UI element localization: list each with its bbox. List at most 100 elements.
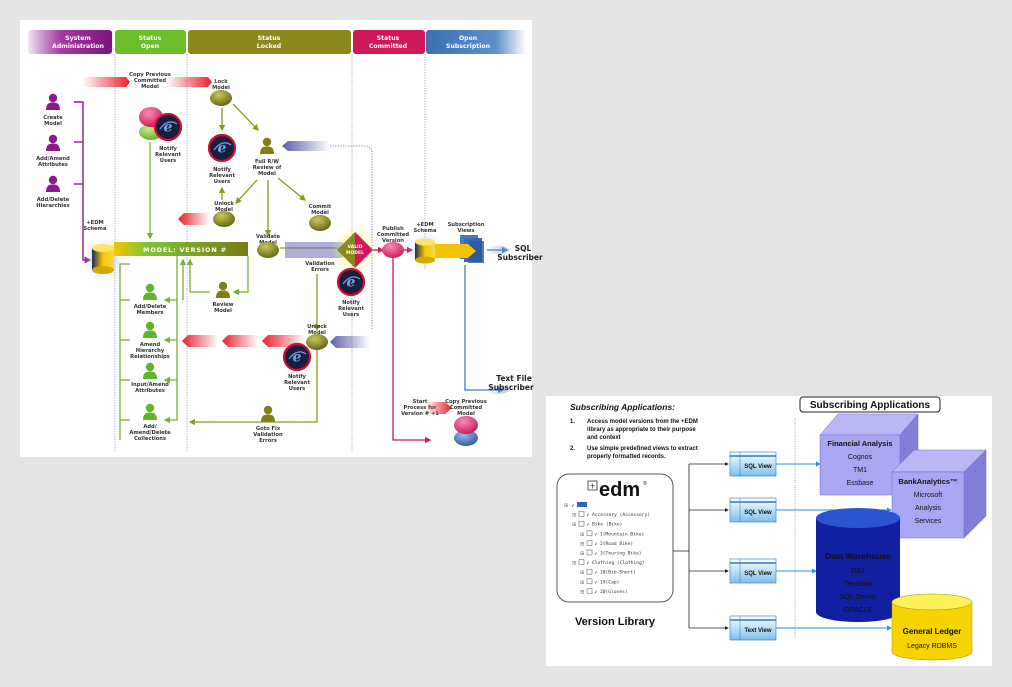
tree-node[interactable]: ⊞⸙18(Bib-Short) [580, 568, 636, 576]
svg-text:Unlock: Unlock [307, 324, 327, 330]
svg-text:Model: Model [141, 84, 159, 90]
svg-text:Lock: Lock [214, 79, 228, 85]
svg-text:1.: 1. [570, 419, 575, 425]
svg-text:Version: Version [382, 238, 404, 244]
checkbox[interactable] [586, 540, 593, 546]
svg-text:Relevant: Relevant [338, 306, 364, 312]
checkbox[interactable] [586, 588, 593, 594]
svg-text:Model: Model [44, 121, 62, 127]
svg-text:Start: Start [413, 399, 428, 405]
tree-node[interactable]: ⊞⸙1(Mountain Bike) [580, 530, 644, 538]
person-icon [46, 93, 60, 110]
open-actions: Add/Delete Members Amend Hierarchy Relat… [129, 283, 171, 442]
phase-open-subscription: Open Subscription [426, 30, 526, 54]
expand-toggle-icon[interactable]: ⊞ [572, 513, 576, 519]
tree-node[interactable]: ⊞⸙Bike (Bike) [572, 520, 622, 528]
phase-header-bar: System Administration Status Open Status… [28, 30, 526, 54]
expand-toggle-icon[interactable]: ⊞ [580, 589, 584, 595]
tree-node[interactable]: ⊞⸙Clothing (Clothing) [572, 559, 645, 567]
tree-node[interactable]: ⊞⸙20(Gloves) [580, 588, 628, 595]
checkbox[interactable] [586, 530, 593, 537]
expand-toggle-icon[interactable]: ⊞ [580, 551, 584, 557]
svg-text:Notify: Notify [342, 300, 360, 306]
expand-toggle-icon[interactable]: ⊞ [572, 522, 576, 528]
svg-text:Microsoft: Microsoft [914, 492, 942, 499]
svg-text:Subscribing Applications:: Subscribing Applications: [570, 402, 675, 412]
svg-text:Users: Users [160, 158, 176, 164]
unlock-model-node-1: Unlock Model [178, 186, 235, 227]
full-review-node: Full R/W Review of Model [235, 137, 307, 237]
svg-text:Model: Model [258, 171, 276, 177]
svg-text:Copy Previous: Copy Previous [129, 72, 171, 78]
svg-text:Notify: Notify [213, 167, 231, 173]
svg-text:Subscription: Subscription [448, 222, 485, 228]
model-version-bar: MODEL: VERSION # [114, 242, 248, 256]
expand-toggle-icon[interactable]: ⊞ [572, 561, 576, 567]
tree-node-label: Accessory (Accessory) [592, 512, 650, 518]
internet-explorer-icon [207, 133, 237, 163]
svg-text:Open: Open [141, 43, 159, 50]
sql-subscriber-node: SQL Subscriber [497, 244, 543, 262]
svg-text:Users: Users [289, 386, 305, 392]
svg-text:Model: Model [212, 85, 230, 91]
text-file-subscriber-node: Text File Subscriber [488, 374, 534, 392]
tree-node[interactable]: ⊞⸙19(Cap) [580, 578, 619, 586]
internet-explorer-icon [336, 267, 366, 297]
svg-text:BankAnalytics™: BankAnalytics™ [898, 477, 957, 486]
svg-text:Relevant: Relevant [284, 380, 310, 386]
view-label: SQL View [744, 510, 772, 516]
svg-text:edm: edm [599, 479, 640, 501]
svg-text:Add/Delete: Add/Delete [37, 197, 70, 203]
svg-text:Use simple predefined views to: Use simple predefined views to extract [587, 446, 698, 452]
workflow-diagram: e System Administration Status Open Stat… [28, 30, 543, 452]
tree-node[interactable]: ⊞⸙Accessory (Accessory) [572, 511, 650, 519]
bank-analytics-app: BankAnalytics™ Microsoft Analysis Servic… [891, 449, 987, 539]
notify-users-node-2: Notify Relevant Users [207, 133, 237, 185]
phase-status-locked: Status Locked [188, 30, 351, 54]
tree-node-label: 1(Mountain Bike) [600, 531, 644, 537]
expand-toggle-icon[interactable]: ⊞ [580, 541, 584, 547]
svg-text:Subscribing Applications: Subscribing Applications [810, 400, 931, 411]
svg-text:Errors: Errors [311, 267, 329, 273]
svg-text:TM1: TM1 [853, 467, 867, 474]
svg-text:Administration: Administration [52, 43, 104, 50]
person-icon [143, 321, 157, 338]
checkbox[interactable] [578, 559, 585, 565]
svg-text:Services: Services [915, 518, 942, 525]
view-box: Text View [729, 615, 777, 641]
svg-text:Amend: Amend [140, 342, 161, 348]
tree-node[interactable]: ⊞⸙2(Road Bike) [580, 540, 633, 547]
data-warehouse-app: Data Warehouse DB2 Teradata SQL Server O… [816, 508, 900, 622]
svg-text:Validate: Validate [256, 234, 280, 240]
checkbox[interactable] [586, 578, 593, 585]
view-box: SQL View [729, 497, 777, 523]
tree-node[interactable]: ⊞⸙3(Touring Bike) [580, 549, 642, 557]
svg-text:Publish: Publish [382, 226, 404, 232]
svg-text:Relevant: Relevant [209, 173, 235, 179]
expand-toggle-icon[interactable]: ⊞ [580, 532, 584, 538]
goto-fix-errors-node: Goto Fix Validation Errors [253, 405, 283, 444]
checkbox[interactable] [586, 568, 593, 575]
phase-system-administration: System Administration [28, 30, 112, 54]
svg-text:SQL: SQL [515, 244, 532, 253]
svg-text:General Ledger: General Ledger [903, 627, 962, 636]
svg-text:Schema: Schema [414, 228, 437, 234]
general-ledger-app: General Ledger Legacy RDBMS [891, 593, 973, 661]
svg-text:Schema: Schema [84, 226, 107, 232]
expand-toggle-icon[interactable]: ⊞ [564, 503, 568, 509]
hierarchy-node-icon: ⸙ [594, 570, 598, 576]
checkbox[interactable] [578, 511, 585, 517]
svg-text:Status: Status [377, 35, 400, 42]
tree-node[interactable]: ⊞⸙ [564, 502, 587, 509]
hierarchy-node-icon: ⸙ [594, 551, 598, 557]
svg-text:Teradata: Teradata [844, 581, 871, 588]
checkbox[interactable] [578, 520, 585, 527]
input-amend-attributes-node: Input/Amend Attributes [131, 362, 169, 394]
expand-toggle-icon[interactable]: ⊞ [580, 580, 584, 586]
expand-toggle-icon[interactable]: ⊞ [580, 570, 584, 576]
review-return-arrow [282, 141, 373, 330]
svg-text:2.: 2. [570, 446, 575, 452]
checkbox[interactable] [586, 549, 593, 556]
svg-text:Add/Amend: Add/Amend [36, 156, 70, 162]
svg-text:Users: Users [214, 179, 230, 185]
